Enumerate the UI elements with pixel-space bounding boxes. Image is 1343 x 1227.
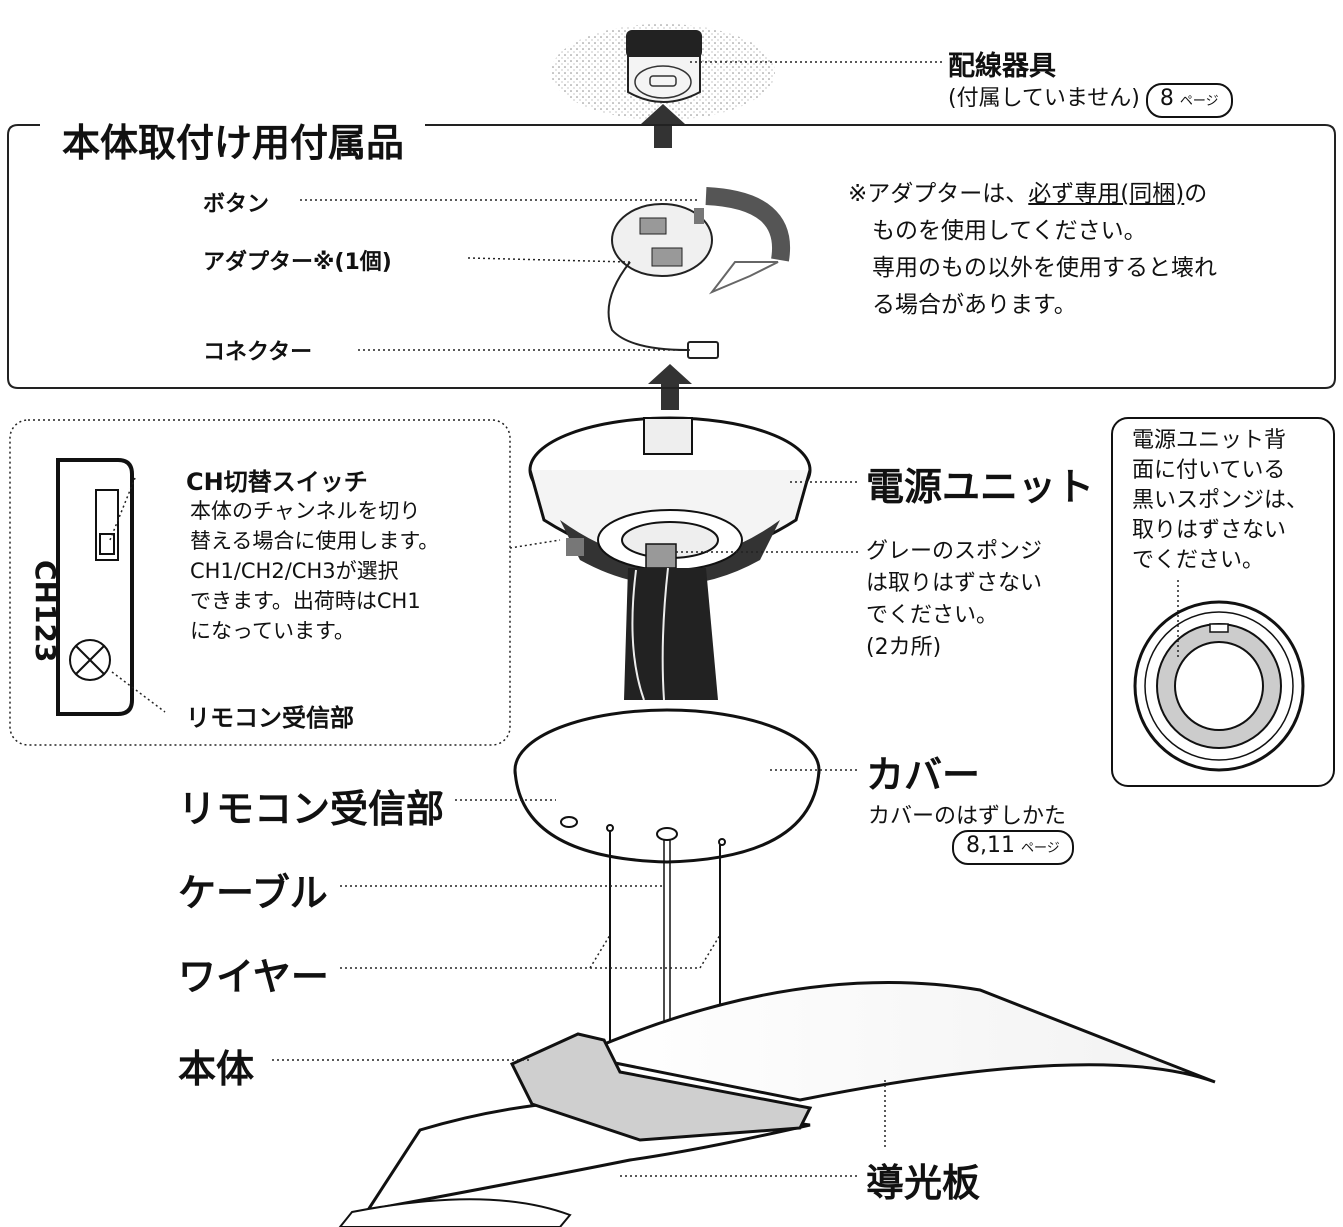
wires-drawing	[609, 830, 721, 1055]
ch-receiver-label: リモコン受信部	[186, 704, 354, 732]
connector-label: コネクター	[203, 340, 313, 365]
page-ref-wiring-unit: ページ	[1179, 94, 1219, 109]
power-unit-back-drawing	[1133, 600, 1305, 772]
wire-leader-left	[340, 934, 611, 969]
adapter-leader	[467, 257, 631, 263]
wiring-device-note: (付属していません) 8 ページ	[948, 80, 1233, 118]
ch-panel	[56, 458, 134, 716]
ch-switch-leader	[109, 477, 136, 541]
remote-receiver-label: リモコン受信部	[178, 787, 445, 831]
ch-desc-line-1: 本体のチャンネルを切り	[190, 499, 421, 523]
cover-label: カバー	[866, 753, 981, 797]
ch-text-vertical: CH123	[29, 560, 62, 662]
ch-desc-line-3: CH1/CH2/CH3が選択	[190, 559, 399, 583]
body-label: 本体	[178, 1047, 255, 1091]
ch-box-frame	[9, 419, 511, 746]
sponge-note-line-3: でください。	[866, 603, 999, 628]
sponge-note-line-2: は取りはずさない	[866, 571, 1043, 596]
ch-desc-line-2: 替える場合に使用します。	[190, 529, 440, 553]
adapter-note-line-2: ものを使用してください。	[872, 218, 1147, 244]
sponge-note: グレーのスポンジ は取りはずさない でください。 (2カ所)	[866, 536, 1042, 664]
adapter-note-line-1: ※アダプターは、必ず専用(同梱)の	[848, 176, 1217, 213]
ch-desc-line-4: できます。出荷時はCH1	[190, 589, 421, 613]
wiring-note-text: (付属していません)	[948, 86, 1140, 111]
side-note-line-1: 電源ユニット背	[1132, 428, 1287, 453]
adapter-button-label: ボタン	[203, 192, 270, 217]
adapter-drawing	[607, 187, 791, 359]
page-ref-wiring-number: 8	[1159, 86, 1174, 111]
light-guide-label: 導光板	[866, 1161, 981, 1205]
ch-receiver-leader	[111, 671, 166, 713]
side-note-line-4: 取りはずさない	[1132, 518, 1287, 543]
side-note-line-3: 黒いスポンジは、	[1132, 488, 1309, 513]
body-drawing	[338, 981, 1216, 1227]
adapter-label: アダプター※(1個)	[203, 250, 392, 275]
ch-text: CH123	[29, 560, 62, 663]
cover-drawing	[513, 708, 821, 864]
note-prefix: ※アダプターは、	[848, 181, 1029, 207]
note-underlined: 必ず専用(同梱)	[1028, 181, 1185, 207]
side-note-line-2: 面に付いている	[1132, 458, 1286, 483]
sponge-note-line-1: グレーのスポンジ	[866, 539, 1043, 564]
power-unit-label: 電源ユニット	[866, 465, 1095, 509]
cover-removal-note: カバーのはずしかた	[868, 804, 1067, 829]
adapter-note-line-3: 専用のもの以外を使用すると壊れ	[872, 255, 1217, 281]
page-ref-cover-unit: ページ	[1020, 841, 1060, 856]
wire-leader-right	[590, 934, 721, 969]
page-ref-wiring: 8 ページ	[1145, 83, 1233, 118]
wiring-device-title: 配線器具	[948, 51, 1056, 82]
page-ref-cover-number: 8,11	[966, 833, 1015, 858]
wire-label: ワイヤー	[178, 955, 329, 999]
page-ref-cover: 8,11 ページ	[952, 830, 1074, 865]
ceiling-wiring-device	[551, 24, 775, 120]
adapter-warning-note: ※アダプターは、必ず専用(同梱)の ものを使用してください。 専用のもの以外を使…	[848, 176, 1217, 324]
power-unit-drawing	[528, 416, 812, 701]
ch-desc-line-5: になっています。	[190, 619, 355, 643]
cable-label: ケーブル	[178, 871, 328, 915]
accessory-box-title: 本体取付け用付属品	[62, 121, 405, 165]
ch-switch-title: CH切替スイッチ	[186, 468, 368, 496]
sponge-note-line-4: (2カ所)	[866, 635, 942, 660]
ch-switch-description: 本体のチャンネルを切り 替える場合に使用します。 CH1/CH2/CH3が選択 …	[190, 496, 439, 646]
side-box-note: 電源ユニット背 面に付いている 黒いスポンジは、 取りはずさない でください。	[1132, 426, 1308, 576]
note-suffix: の	[1184, 181, 1208, 207]
accessory-box-frame	[7, 124, 1336, 389]
ch-box-pointer	[509, 539, 561, 549]
side-note-line-5: でください。	[1132, 548, 1265, 573]
cover-page-ref: 8,11 ページ	[952, 830, 1074, 865]
adapter-note-line-4: る場合があります。	[872, 292, 1077, 318]
